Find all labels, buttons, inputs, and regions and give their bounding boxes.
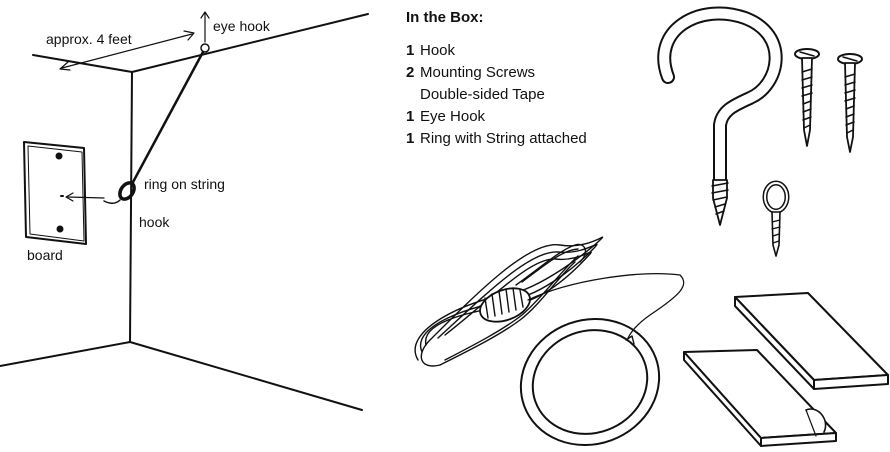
tape-strip-top	[734, 292, 889, 390]
eye-hook-small	[200, 43, 210, 53]
item-qty: 1	[406, 42, 415, 59]
screw-right	[837, 53, 863, 153]
distance-arrow-head-right	[183, 30, 195, 41]
in-the-box-title: In the Box:	[406, 9, 484, 26]
distance-arrow	[61, 33, 193, 69]
distance-arrow-head-left	[59, 61, 71, 71]
large-ring	[519, 318, 661, 446]
item-name: Ring with String attached	[420, 130, 587, 147]
item-qty: 1	[406, 108, 415, 125]
item-qty: 2	[406, 64, 415, 81]
ring-small	[118, 181, 136, 201]
board-arrow-head	[65, 192, 74, 202]
tape-strip-bottom	[683, 349, 837, 447]
item-qty: 1	[406, 130, 415, 147]
list-item: 1 Ring with String attached	[406, 128, 587, 150]
ceiling-right-edge	[131, 13, 369, 73]
in-the-box-list: 1 Hook 2 Mounting Screws Double-sided Ta…	[406, 40, 587, 150]
wall-hook	[103, 199, 121, 204]
distance-label: approx. 4 feet	[46, 31, 132, 47]
floor-left-edge	[0, 341, 131, 367]
item-name: Hook	[420, 42, 456, 59]
board-drawing	[23, 141, 87, 245]
hook-product	[657, 6, 783, 226]
board-label: board	[27, 247, 63, 263]
floor-right-edge	[129, 341, 363, 411]
eye-hook-label: eye hook	[213, 18, 270, 34]
list-item: 1 Hook	[406, 40, 587, 62]
list-item: 2 Mounting Screws	[406, 62, 587, 84]
string-line	[130, 50, 205, 186]
item-name: Eye Hook	[420, 108, 486, 125]
wall-corner	[129, 71, 133, 343]
screw-left	[794, 48, 820, 147]
list-item: Double-sided Tape	[406, 84, 587, 106]
ceiling-left-edge	[32, 54, 133, 73]
room-diagram	[0, 11, 369, 411]
list-item: 1 Eye Hook	[406, 106, 587, 128]
hook-label: hook	[139, 214, 170, 230]
eye-hook-product	[762, 180, 790, 257]
coiled-string	[414, 236, 685, 367]
eye-hook-arrow-head	[200, 11, 210, 19]
item-name: Mounting Screws	[420, 64, 536, 81]
ring-on-string-label: ring on string	[144, 176, 225, 192]
item-name: Double-sided Tape	[420, 86, 545, 103]
